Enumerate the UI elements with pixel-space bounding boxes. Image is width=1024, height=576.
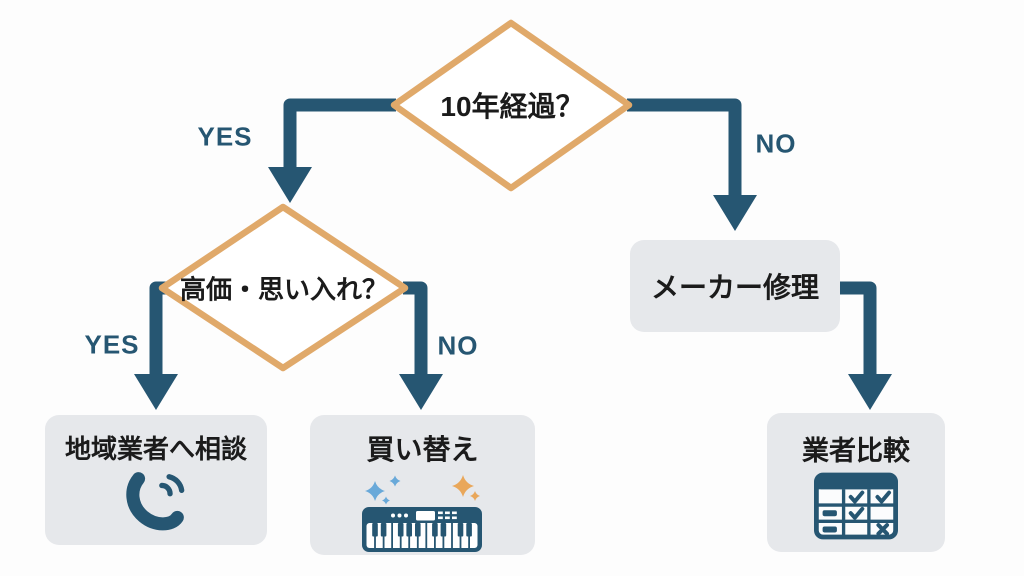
arrowhead-root-no xyxy=(713,195,757,231)
keyboard-icon xyxy=(361,475,482,552)
arrowhead-second-no xyxy=(399,374,443,410)
node-local-consult-label: 地域業者へ相談 xyxy=(64,434,247,464)
node-maker-repair-label: メーカー修理 xyxy=(650,272,819,303)
arrow-root-no xyxy=(627,98,742,198)
node-maker-repair: メーカー修理 xyxy=(630,240,840,332)
branch-label-root-yes: YES xyxy=(197,121,253,152)
node-replace: 買い替え xyxy=(310,415,535,555)
comparison-table-icon xyxy=(814,472,898,540)
arrowhead-root-yes xyxy=(268,167,312,203)
branch-label-second-no: NO xyxy=(437,330,479,361)
arrow-root-yes xyxy=(283,98,396,170)
phone-icon xyxy=(126,472,185,531)
branch-label-second-yes: YES xyxy=(84,329,140,360)
branch-label-root-no: NO xyxy=(755,128,797,159)
node-compare: 業者比較 xyxy=(767,413,945,552)
node-local-consult: 地域業者へ相談 xyxy=(45,415,267,545)
node-compare-label: 業者比較 xyxy=(802,436,910,466)
sparkles xyxy=(364,475,480,505)
arrow-second-yes xyxy=(149,281,168,377)
decision-question-ten-years: 10年経過？ xyxy=(440,91,584,122)
arrow-second-no xyxy=(403,281,428,377)
arrowhead-second-yes xyxy=(134,374,178,410)
arrowhead-repair-to-compare xyxy=(848,374,892,410)
node-replace-label: 買い替え xyxy=(366,434,479,465)
decision-question-value-attachment: 高価・思い入れ？ xyxy=(179,274,389,305)
decision-diamond-ten-years xyxy=(390,19,633,192)
decision-diamond-value-attachment xyxy=(158,203,409,372)
arrow-repair-to-compare xyxy=(838,281,877,377)
